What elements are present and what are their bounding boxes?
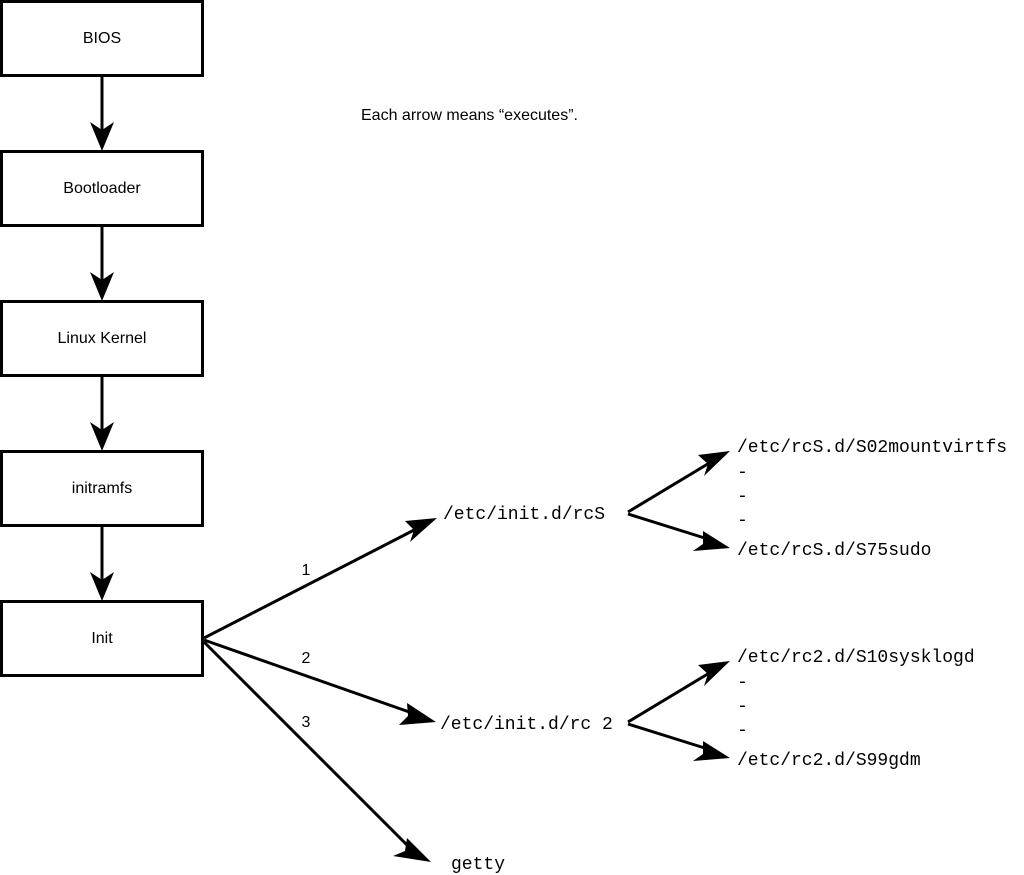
label-etc-init-d-rcs[interactable]: /etc/init.d/rcS xyxy=(443,505,605,525)
node-bootloader-label: Bootloader xyxy=(63,180,141,197)
label-rcs-script-first[interactable]: /etc/rcS.d/S02mountvirtfs xyxy=(737,438,1007,458)
arrow-rcs-to-s75sudo xyxy=(627,512,730,551)
edge-label-3: 3 xyxy=(302,714,311,731)
arrow-bios-to-bootloader xyxy=(90,77,114,151)
arrow-init-to-getty xyxy=(202,640,431,862)
node-bios-rect xyxy=(0,0,204,77)
label-getty[interactable]: getty xyxy=(451,855,505,875)
node-init-rect xyxy=(0,600,204,677)
arrow-rc2-to-s99gdm xyxy=(627,722,730,761)
arrow-init-to-rcs xyxy=(203,518,437,640)
node-initramfs-label: initramfs xyxy=(72,480,132,497)
arrow-kernel-to-initramfs xyxy=(90,377,114,451)
caption-text: Each arrow means “executes”. xyxy=(361,107,578,124)
label-rc2-script-last[interactable]: /etc/rc2.d/S99gdm xyxy=(737,751,921,771)
node-bios-label: BIOS xyxy=(83,30,121,47)
node-bootloader-rect xyxy=(0,150,204,227)
arrow-bootloader-to-kernel xyxy=(90,227,114,301)
node-linux-kernel[interactable]: Linux Kernel xyxy=(0,300,204,377)
node-initramfs[interactable]: initramfs xyxy=(0,450,204,527)
node-initramfs-rect xyxy=(0,450,204,527)
arrow-init-to-rc2 xyxy=(203,638,436,725)
node-bootloader[interactable]: Bootloader xyxy=(0,150,204,227)
node-init-label: Init xyxy=(91,630,113,647)
arrow-rcs-to-s02mountvirtfs xyxy=(627,451,730,514)
rc2-ellipsis-dash-1: - xyxy=(737,673,748,693)
rcs-ellipsis-dash-3: - xyxy=(737,511,748,531)
arrow-rc2-to-s10sysklogd xyxy=(627,661,730,724)
label-rc2-script-first[interactable]: /etc/rc2.d/S10sysklogd xyxy=(737,648,975,668)
edge-label-1: 1 xyxy=(302,562,311,579)
rcs-ellipsis-dash-2: - xyxy=(737,487,748,507)
rcs-ellipsis-dash-1: - xyxy=(737,463,748,483)
arrow-initramfs-to-init xyxy=(90,527,114,601)
rc2-ellipsis-dash-2: - xyxy=(737,697,748,717)
label-rcs-script-last[interactable]: /etc/rcS.d/S75sudo xyxy=(737,541,931,561)
node-bios[interactable]: BIOS xyxy=(0,0,204,77)
rc2-ellipsis-dash-3: - xyxy=(737,721,748,741)
node-init[interactable]: Init xyxy=(0,600,204,677)
label-etc-init-d-rc2[interactable]: /etc/init.d/rc 2 xyxy=(440,715,613,735)
node-linux-kernel-label: Linux Kernel xyxy=(58,330,147,347)
edge-label-2: 2 xyxy=(302,650,311,667)
node-linux-kernel-rect xyxy=(0,300,204,377)
